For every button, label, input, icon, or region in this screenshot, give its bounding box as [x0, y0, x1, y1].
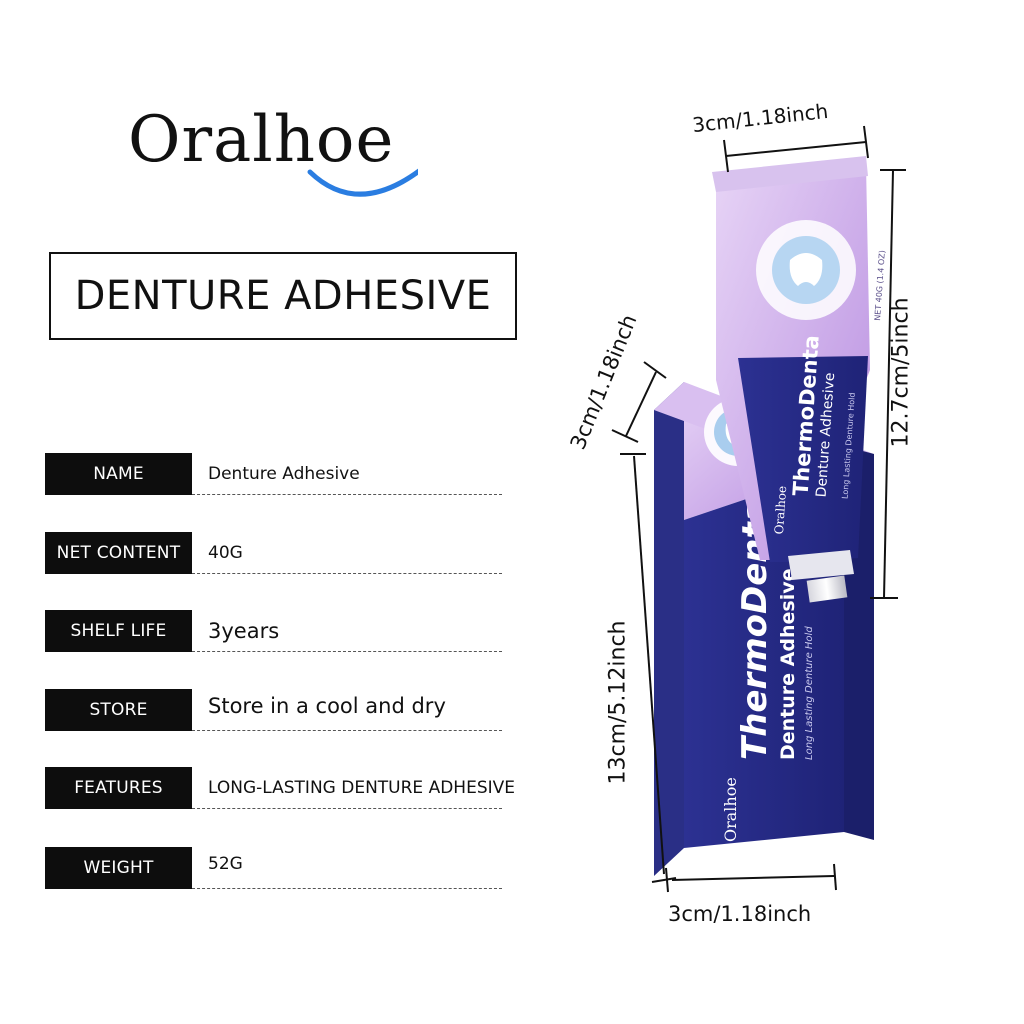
box-width-dimension: 3cm/1.18inch [668, 902, 812, 926]
product-tube [712, 156, 870, 603]
spec-value: 3years [208, 619, 280, 643]
tube-net-content: NET 40G (1.4 OZ) [873, 250, 887, 321]
spec-value: Denture Adhesive [208, 464, 360, 484]
dashed-divider [192, 730, 502, 731]
spec-row-net-content: NET CONTENT 40G [45, 532, 505, 574]
spec-row-store: STORE Store in a cool and dry [45, 689, 505, 731]
dashed-divider [192, 808, 502, 809]
brand-logo: Oralhoe [128, 100, 458, 210]
box-tagline: Long Lasting Denture Hold [804, 626, 815, 760]
spec-row-weight: WEIGHT 52G [45, 847, 505, 889]
spec-label: NET CONTENT [45, 532, 192, 574]
spec-value: LONG-LASTING DENTURE ADHESIVE [208, 778, 515, 798]
spec-label: FEATURES [45, 767, 192, 809]
spec-value: 40G [208, 543, 243, 563]
spec-value: 52G [208, 854, 243, 874]
brand-logo-text: Oralhoe [128, 103, 395, 177]
dashed-divider [192, 494, 502, 495]
tube-height-dimension: 12.7cm/5inch [888, 297, 914, 448]
dashed-divider [192, 573, 502, 574]
spec-label: WEIGHT [45, 847, 192, 889]
dimension-lines [611, 125, 906, 893]
box-height-dimension: 13cm/5.12inch [605, 620, 631, 785]
spec-label: NAME [45, 453, 192, 495]
spec-row-features: FEATURES LONG-LASTING DENTURE ADHESIVE [45, 767, 515, 809]
spec-row-name: NAME Denture Adhesive [45, 453, 505, 495]
smile-swoosh-icon [307, 168, 418, 197]
product-title: DENTURE ADHESIVE [74, 273, 492, 319]
box-subtitle: Denture Adhesive [777, 569, 799, 760]
spec-label: SHELF LIFE [45, 610, 192, 652]
spec-value: Store in a cool and dry [208, 694, 446, 718]
dashed-divider [192, 651, 502, 652]
box-brand-text: Oralhoe [721, 777, 740, 842]
dashed-divider [192, 888, 502, 889]
product-title-box: DENTURE ADHESIVE [49, 252, 517, 340]
spec-label: STORE [45, 689, 192, 731]
spec-row-shelf-life: SHELF LIFE 3years [45, 610, 505, 652]
tube-brand-text: Oralhoe [772, 485, 789, 534]
